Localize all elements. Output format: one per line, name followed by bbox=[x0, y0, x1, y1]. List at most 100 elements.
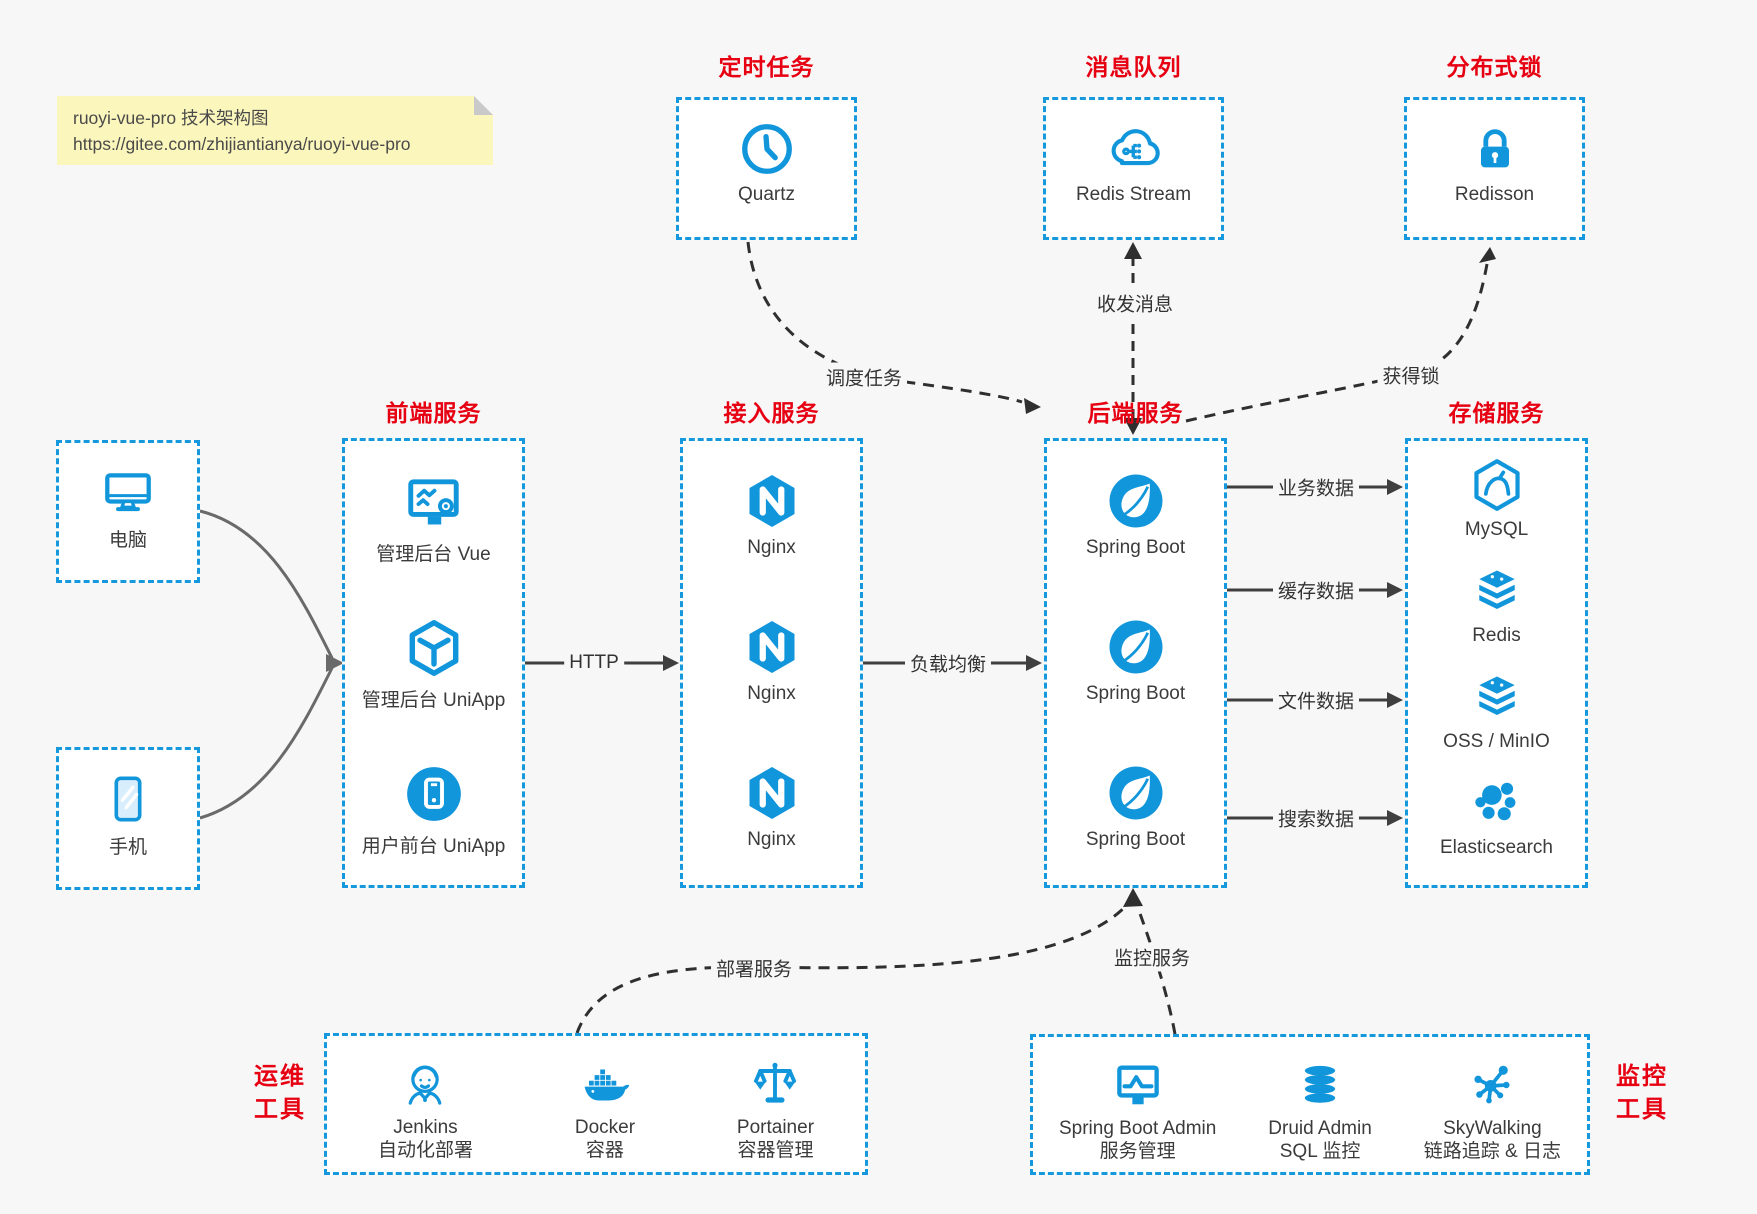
edge-phone-to-frontend bbox=[199, 667, 334, 820]
elasticsearch-icon bbox=[1474, 782, 1515, 821]
title-ops-tools: 运维 工具 bbox=[254, 1063, 306, 1123]
tool-desc: 服务管理 bbox=[1099, 1141, 1176, 1162]
title-backend: 后端服务 bbox=[1087, 400, 1184, 426]
box-redisson: Redisson bbox=[1404, 97, 1585, 240]
node-label: Quartz bbox=[737, 184, 796, 205]
arrowhead-search-data bbox=[1387, 810, 1403, 826]
jenkins-icon bbox=[409, 1065, 442, 1105]
note-url: https://gitee.com/zhijiantianya/ruoyi-vu… bbox=[73, 134, 411, 154]
edge-label-file-data: 文件数据 bbox=[1272, 685, 1360, 715]
tool-desc: 容器管理 bbox=[737, 1140, 814, 1161]
box-phone-client: 手机 bbox=[56, 747, 200, 890]
node-label: Nginx bbox=[747, 537, 796, 558]
edge-deploy-service bbox=[575, 903, 1129, 1034]
title-storage: 存储服务 bbox=[1448, 400, 1545, 426]
lock-icon bbox=[1480, 129, 1509, 168]
box-redis-stream: Redis Stream bbox=[1043, 97, 1224, 240]
title-scheduled-task: 定时任务 bbox=[718, 54, 815, 80]
box-pc-client: 电脑 bbox=[56, 440, 200, 583]
tool-desc: 链路追踪 & 日志 bbox=[1423, 1141, 1561, 1162]
box-ops-tools: Jenkins 自动化部署 Docker 容器 bbox=[324, 1033, 868, 1175]
arrowhead-acquire-lock bbox=[1479, 247, 1496, 263]
arrowhead-business-data bbox=[1387, 479, 1403, 495]
nginx-icon bbox=[749, 767, 794, 819]
node-label: MySQL bbox=[1464, 519, 1529, 540]
smartphone-icon bbox=[114, 776, 142, 822]
tool-spring-boot-admin: Spring Boot Admin 服务管理 bbox=[1059, 1059, 1216, 1163]
admin-vue-icon bbox=[407, 479, 459, 525]
tool-druid: Druid Admin SQL 监控 bbox=[1268, 1059, 1372, 1163]
box-gateway: Nginx Nginx Nginx bbox=[680, 438, 863, 888]
nginx-icon bbox=[749, 621, 794, 673]
tool-skywalking: SkyWalking 链路追踪 & 日志 bbox=[1424, 1059, 1561, 1163]
title-monitor-tools: 监控 工具 bbox=[1616, 1063, 1668, 1123]
node-label: Elasticsearch bbox=[1440, 837, 1553, 858]
arrowhead-http bbox=[663, 655, 679, 671]
arrowhead-file-data bbox=[1387, 692, 1403, 708]
tool-name: Docker bbox=[574, 1117, 636, 1138]
phone-circle-icon bbox=[406, 767, 461, 821]
tool-desc: 容器 bbox=[585, 1140, 624, 1161]
edge-label-cache-data: 缓存数据 bbox=[1272, 575, 1360, 605]
node-label: 管理后台 Vue bbox=[376, 544, 491, 565]
title-message-queue: 消息队列 bbox=[1085, 54, 1182, 80]
arrowhead-schedule-task bbox=[1024, 398, 1041, 414]
edge-label-business-data: 业务数据 bbox=[1272, 472, 1360, 502]
arrowhead-cache-data bbox=[1387, 582, 1403, 598]
tool-name: Druid Admin bbox=[1268, 1118, 1372, 1139]
title-gateway: 接入服务 bbox=[723, 400, 820, 426]
tool-docker: Docker 容器 bbox=[575, 1058, 635, 1162]
edge-label-acquire-lock: 获得锁 bbox=[1377, 360, 1445, 390]
node-label: Redis Stream bbox=[1075, 184, 1192, 205]
edge-label-http: HTTP bbox=[564, 651, 624, 675]
title-frontend: 前端服务 bbox=[385, 400, 482, 426]
skywalking-icon bbox=[1474, 1065, 1510, 1104]
box-backend: Spring Boot Spring Boot Spring Boot bbox=[1044, 438, 1227, 888]
nginx-icon bbox=[749, 475, 794, 527]
arrowhead-load-balance bbox=[1026, 655, 1042, 671]
druid-icon bbox=[1304, 1065, 1336, 1103]
tool-name: SkyWalking bbox=[1443, 1118, 1542, 1139]
docker-icon bbox=[584, 1069, 630, 1101]
tool-portainer: Portainer 容器管理 bbox=[737, 1058, 814, 1162]
edge-pc-to-frontend bbox=[199, 509, 334, 659]
tool-desc: 自动化部署 bbox=[377, 1140, 473, 1161]
edge-label-load-balance: 负载均衡 bbox=[904, 648, 992, 678]
node-label: 管理后台 UniApp bbox=[361, 690, 506, 711]
node-label: 电脑 bbox=[108, 530, 147, 551]
box-frontend: 管理后台 Vue 管理后台 UniApp 用户前台 UniApp bbox=[342, 438, 525, 888]
tool-desc: SQL 监控 bbox=[1279, 1141, 1361, 1162]
desktop-icon bbox=[105, 473, 151, 512]
node-label: Nginx bbox=[747, 829, 796, 850]
uniapp-cube-icon bbox=[409, 619, 458, 677]
note-fold-corner bbox=[474, 96, 493, 115]
node-label: OSS / MinIO bbox=[1443, 731, 1550, 752]
edge-label-deploy-service: 部署服务 bbox=[710, 953, 798, 983]
tool-jenkins: Jenkins 自动化部署 bbox=[378, 1058, 473, 1162]
tool-name: Portainer bbox=[736, 1117, 815, 1138]
mysql-icon bbox=[1473, 459, 1520, 511]
edge-label-search-data: 搜索数据 bbox=[1272, 803, 1360, 833]
node-label: 用户前台 UniApp bbox=[361, 836, 506, 857]
tool-name: Spring Boot Admin bbox=[1058, 1118, 1217, 1139]
spring-boot-admin-icon bbox=[1116, 1065, 1159, 1105]
note-title: ruoyi-vue-pro 技术架构图 bbox=[73, 108, 269, 128]
arrowhead-messages-up bbox=[1124, 242, 1142, 259]
spring-boot-icon bbox=[1109, 620, 1162, 674]
clock-icon bbox=[741, 124, 792, 174]
node-label: Spring Boot bbox=[1085, 829, 1186, 850]
tool-name: Jenkins bbox=[393, 1117, 458, 1138]
cloud-stream-icon bbox=[1111, 129, 1160, 166]
spring-boot-icon bbox=[1109, 474, 1162, 528]
node-label: Spring Boot bbox=[1085, 537, 1186, 558]
node-label: Redisson bbox=[1454, 184, 1535, 205]
edge-label-schedule-task: 调度任务 bbox=[820, 362, 908, 392]
box-quartz: Quartz bbox=[676, 97, 857, 240]
sticky-note: ruoyi-vue-pro 技术架构图 https://gitee.com/zh… bbox=[57, 96, 493, 165]
box-monitor-tools: Spring Boot Admin 服务管理 Druid Admin SQL 监… bbox=[1030, 1034, 1590, 1175]
oss-minio-icon bbox=[1478, 676, 1515, 715]
redis-icon bbox=[1478, 570, 1515, 609]
node-label: 手机 bbox=[108, 837, 147, 858]
box-storage: MySQL Redis OSS / MinIO bbox=[1405, 438, 1588, 888]
